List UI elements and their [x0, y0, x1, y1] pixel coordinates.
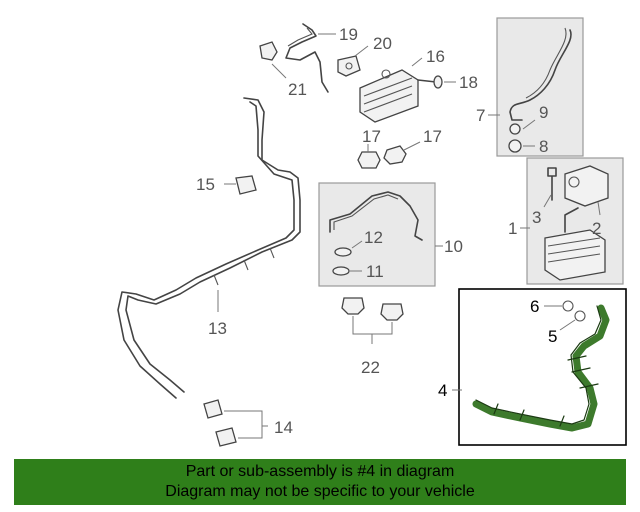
- part-4-hose: [472, 304, 610, 432]
- part-14-clip-lower: [215, 427, 237, 447]
- part-20-clip: [337, 55, 361, 77]
- leader-20: [354, 45, 369, 57]
- part-2-block: [564, 165, 609, 207]
- part-13-ribs: [213, 247, 275, 286]
- callout-2: 2: [592, 219, 601, 238]
- callout-14: 14: [274, 418, 293, 437]
- leader-9: [522, 119, 536, 130]
- leader-2: [597, 201, 601, 216]
- callout-16: 16: [426, 47, 445, 66]
- part-17-nut-right: [383, 145, 407, 165]
- callout-5: 5: [548, 327, 557, 346]
- callout-9: 9: [539, 103, 548, 122]
- leader-16: [411, 57, 423, 67]
- banner-line-2: Diagram may not be specific to your vehi…: [165, 483, 475, 500]
- callout-4: 4: [438, 381, 447, 400]
- part-18-head: [433, 75, 443, 89]
- part-11-oring: [332, 266, 350, 276]
- leader-14: [224, 410, 268, 439]
- part-15-clip: [235, 175, 257, 195]
- part-14-clip-upper: [203, 399, 223, 419]
- part-1-pipe: [564, 207, 579, 233]
- part-8-oring: [508, 139, 522, 153]
- part-10-tube-inner: [333, 194, 399, 230]
- part-19-hose-inner: [287, 27, 313, 47]
- part-9-oring: [509, 123, 521, 135]
- part-16-cooler: [359, 69, 419, 123]
- callout-10: 10: [444, 237, 463, 256]
- parts-diagram: 7 9 8 3 2 1 12 11 10 19 20 21 16 18 17: [117, 17, 627, 447]
- part-1-fins: [547, 237, 601, 263]
- callout-8: 8: [539, 137, 548, 156]
- callout-18: 18: [459, 73, 478, 92]
- part-19-hose: [285, 23, 329, 93]
- callout-13: 13: [208, 319, 227, 338]
- part-20-hole: [345, 62, 353, 70]
- part-1-cooler: [544, 229, 606, 281]
- callout-1: 1: [508, 219, 517, 238]
- callout-7: 7: [476, 106, 485, 125]
- info-banner: Part or sub-assembly is #4 in diagram Di…: [14, 459, 626, 505]
- part-13-pipe-upper: [125, 97, 301, 393]
- leader-12: [351, 240, 363, 249]
- callout-11: 11: [366, 262, 384, 281]
- part-18-bolt: [417, 79, 437, 83]
- part-13-pipe-lower: [117, 101, 295, 399]
- callout-6: 6: [530, 297, 539, 316]
- callout-3: 3: [532, 208, 541, 227]
- part-21-clip: [259, 41, 278, 61]
- callout-20: 20: [373, 34, 392, 53]
- leader-21: [271, 63, 287, 79]
- part-22-grommet-right: [380, 303, 404, 321]
- callout-15: 15: [196, 175, 215, 194]
- part-5-oring: [574, 310, 586, 322]
- part-10-tube: [329, 191, 423, 241]
- leader-3: [543, 194, 552, 208]
- part-17-nut-left: [357, 151, 381, 169]
- part-7-tube: [509, 29, 572, 121]
- callout-22: 22: [361, 358, 380, 377]
- leader-22: [352, 316, 393, 344]
- part-22-grommet-left: [341, 297, 365, 315]
- callout-21: 21: [288, 80, 307, 99]
- part-3-bolt: [547, 167, 557, 201]
- leader-5: [559, 319, 576, 331]
- banner-line-1: Part or sub-assembly is #4 in diagram: [185, 463, 455, 480]
- part-6-oring: [562, 300, 574, 312]
- callout-17-left: 17: [362, 127, 381, 146]
- callout-17-right: 17: [423, 127, 442, 146]
- callout-12: 12: [364, 228, 383, 247]
- leader-17-right: [403, 141, 421, 151]
- callout-19: 19: [339, 25, 358, 44]
- part-16-port: [381, 69, 391, 79]
- part-16-fins: [363, 77, 413, 113]
- part-2-port: [568, 176, 580, 188]
- part-12-oring: [334, 247, 352, 257]
- part-4-hose-edge: [475, 305, 602, 425]
- part-4-hose-ribs: [493, 355, 599, 427]
- part-7-tube-inner: [525, 27, 567, 99]
